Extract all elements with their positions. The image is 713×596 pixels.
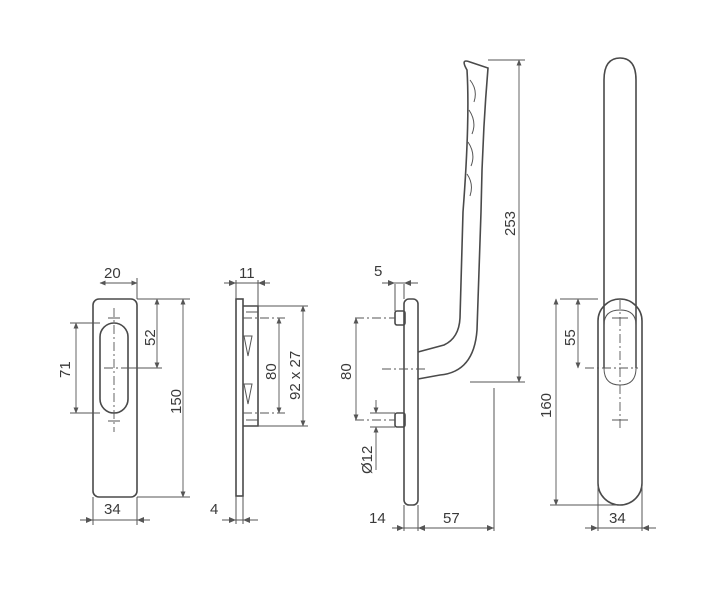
rosette-plate (92, 298, 138, 498)
handle-front-view: 55 160 34 (538, 57, 656, 531)
dim-handle-plate-depth: 14 (369, 510, 386, 527)
dim-handle-projection: 57 (443, 510, 460, 527)
handle-side-view: 5 80 Ø12 253 14 57 (338, 59, 525, 531)
handle-lever (417, 60, 489, 380)
rosette-front-view: 20 71 52 150 34 (57, 265, 190, 525)
dim-front-height: 160 (538, 393, 555, 418)
dim-side-thickness-top: 11 (239, 265, 255, 282)
side-plate (235, 298, 244, 497)
dim-rosette-slot-total: 71 (57, 361, 74, 378)
rosette-side-view: 11 80 92 x 27 4 (210, 265, 308, 524)
dim-handle-length: 253 (502, 211, 519, 236)
dim-rosette-width: 34 (104, 501, 121, 518)
dim-side-hole-spacing: 80 (263, 363, 280, 380)
front-lever (603, 57, 637, 368)
dim-side-recess: 92 x 27 (287, 351, 304, 400)
dim-side-thickness-bottom: 4 (210, 501, 218, 518)
handle-base-plate (403, 298, 419, 506)
dim-handle-bore: Ø12 (359, 446, 376, 474)
dim-front-upper: 55 (562, 329, 579, 346)
dim-handle-offset-top: 5 (374, 263, 382, 280)
dim-handle-hole-spacing: 80 (338, 363, 355, 380)
dim-front-width: 34 (609, 510, 626, 527)
side-recess-body (243, 305, 259, 427)
dim-rosette-slot-upper: 52 (142, 329, 159, 346)
dim-rosette-top-width: 20 (104, 265, 121, 282)
dim-rosette-height: 150 (168, 389, 185, 414)
handle-grip-ridges (466, 79, 476, 197)
